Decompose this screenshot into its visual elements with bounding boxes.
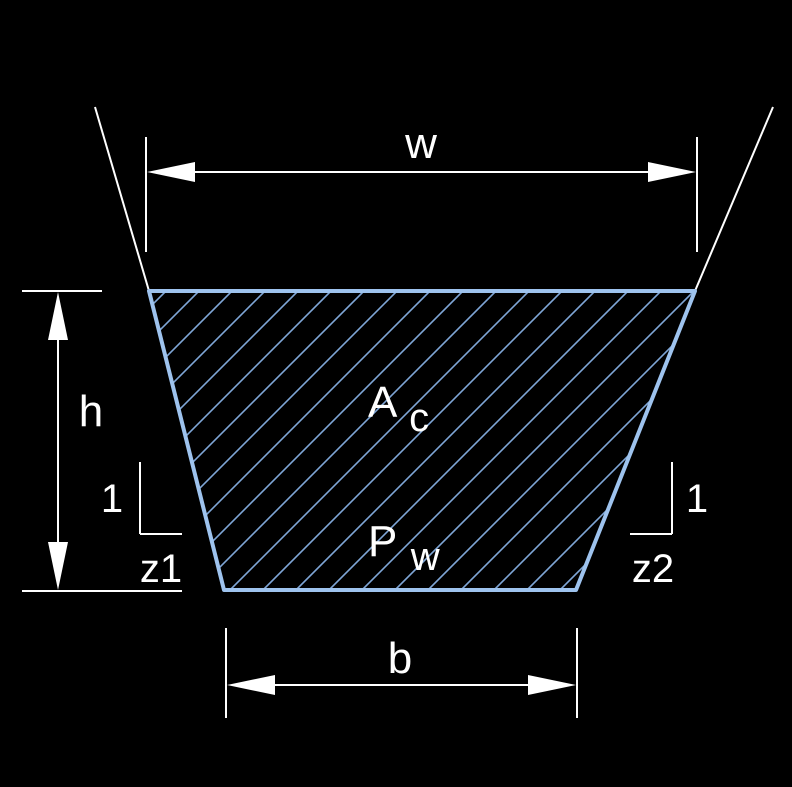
hatch-line <box>526 291 695 590</box>
hatch-line <box>149 291 299 590</box>
hatch-line <box>262 291 563 590</box>
area-label-main: A <box>368 378 398 427</box>
top-width-label: w <box>404 119 437 168</box>
perimeter-label: P w <box>368 517 440 579</box>
hatch-line <box>149 291 167 590</box>
left-slope-run-label: z1 <box>140 547 182 591</box>
hatch-line <box>427 291 695 590</box>
hatch-line <box>691 291 695 590</box>
hatch-line <box>394 291 695 590</box>
depth-dimension <box>22 290 182 592</box>
hatch-line <box>229 291 530 590</box>
right-slope-indicator <box>630 462 673 535</box>
right-bank-line <box>694 106 774 292</box>
perimeter-label-main: P <box>368 517 397 566</box>
area-label-subscript: c <box>409 396 429 440</box>
hatch-line <box>149 291 233 590</box>
bottom-width-dimension <box>225 628 578 718</box>
hatch-line <box>149 291 332 590</box>
depth-label: h <box>79 387 103 436</box>
channel-cross-section <box>147 289 697 592</box>
hatch-line <box>196 291 497 590</box>
hatch-line <box>295 291 596 590</box>
bottom-width-label: b <box>388 634 412 683</box>
hatch-line <box>149 291 365 590</box>
hatch-line <box>592 291 695 590</box>
hatch-line <box>460 291 695 590</box>
hatch-line <box>149 291 398 590</box>
right-slope-run-label: z2 <box>632 547 674 591</box>
hatch-line <box>149 291 266 590</box>
hatch-line <box>163 291 464 590</box>
left-bank-line <box>94 106 150 292</box>
hatch-line <box>149 291 200 590</box>
hatch-line <box>493 291 695 590</box>
perimeter-label-subscript: w <box>410 535 440 579</box>
area-label: A c <box>368 378 429 440</box>
hatch-line <box>328 291 629 590</box>
hatch-line <box>361 291 662 590</box>
right-slope-rise-label: 1 <box>686 477 708 521</box>
left-slope-rise-label: 1 <box>101 477 123 521</box>
top-width-dimension <box>145 137 698 252</box>
hatch-line <box>725 291 792 590</box>
left-slope-indicator <box>139 462 182 535</box>
hatch-line <box>625 291 695 590</box>
